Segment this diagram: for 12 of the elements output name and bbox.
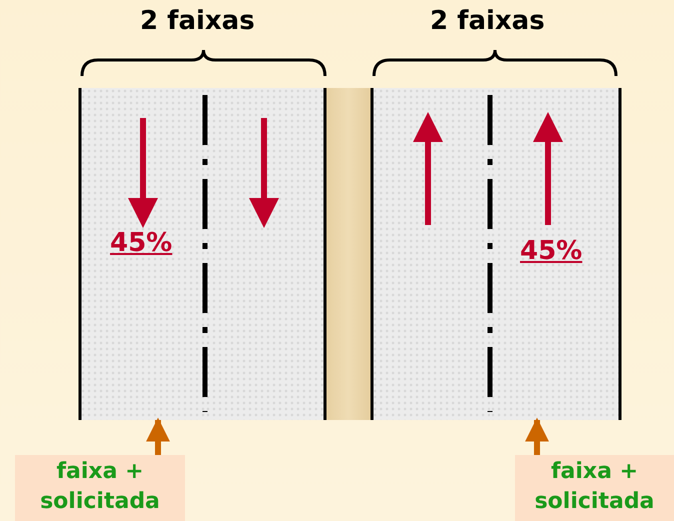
road-lane: [490, 88, 620, 420]
group-title: 2 faixas: [430, 6, 545, 36]
callout-box: [15, 455, 185, 521]
callout-box: [515, 455, 674, 521]
leader-arrow: [146, 418, 170, 455]
callout-text: faixa + solicitada: [39, 458, 161, 516]
percentage-label: 45%: [110, 228, 172, 258]
leader-arrow: [525, 418, 549, 455]
callout-text: faixa + solicitada: [534, 458, 656, 516]
group-title: 2 faixas: [140, 6, 255, 36]
road-lane: [80, 88, 205, 420]
percentage-label: 45%: [520, 236, 582, 266]
